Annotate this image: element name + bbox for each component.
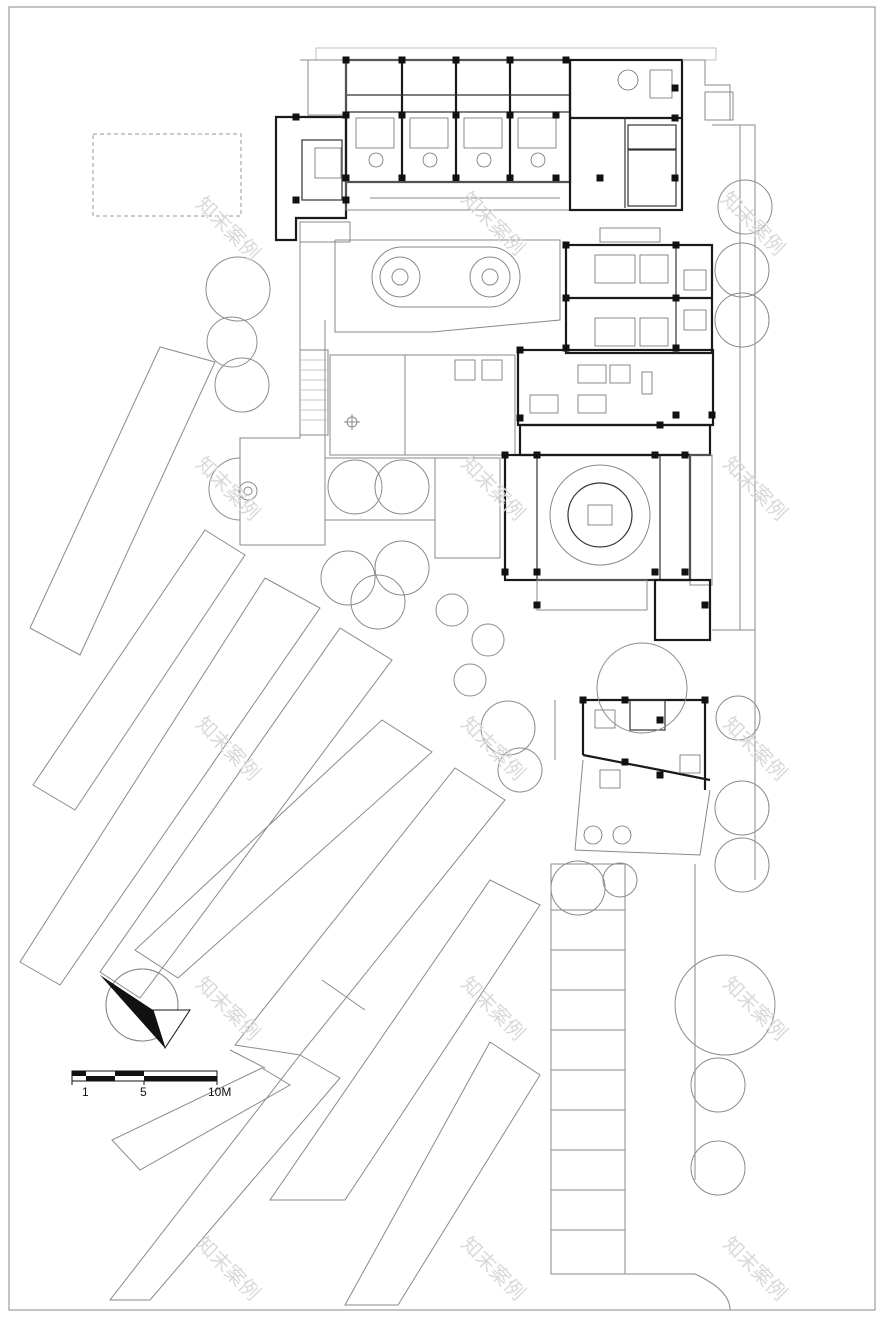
column bbox=[292, 196, 300, 204]
column bbox=[579, 696, 587, 704]
parking-strip bbox=[234, 767, 506, 1056]
column bbox=[398, 174, 406, 182]
column bbox=[681, 568, 689, 576]
column bbox=[671, 84, 679, 92]
watermark: 知末案例 bbox=[456, 1232, 530, 1306]
column bbox=[651, 568, 659, 576]
column bbox=[398, 56, 406, 64]
parking-area bbox=[19, 346, 541, 1306]
watermark: 知末案例 bbox=[716, 187, 790, 261]
column bbox=[701, 601, 709, 609]
column bbox=[656, 716, 664, 724]
parking-strip bbox=[108, 1054, 341, 1301]
column bbox=[292, 113, 300, 121]
main-hall bbox=[503, 423, 713, 642]
column bbox=[452, 56, 460, 64]
column bbox=[533, 451, 541, 459]
column bbox=[342, 56, 350, 64]
watermark: 知末案例 bbox=[191, 192, 265, 266]
column bbox=[533, 601, 541, 609]
column bbox=[398, 111, 406, 119]
courtyard bbox=[324, 354, 516, 559]
office-block bbox=[568, 58, 734, 243]
north-arrow-icon bbox=[100, 968, 191, 1050]
column bbox=[506, 56, 514, 64]
scale-label-10m: 10M bbox=[208, 1085, 231, 1099]
watermark: 知末案例 bbox=[191, 452, 265, 526]
column bbox=[506, 174, 514, 182]
column bbox=[621, 758, 629, 766]
column bbox=[656, 421, 664, 429]
watermark: 知末案例 bbox=[456, 452, 530, 526]
column bbox=[562, 294, 570, 302]
scale-label-5: 5 bbox=[140, 1085, 147, 1099]
column bbox=[672, 294, 680, 302]
watermarks: 知末案例 知末案例 知末案例 知末案例 知末案例 知末案例 知末案例 知末案例 … bbox=[191, 187, 792, 1306]
column bbox=[342, 111, 350, 119]
column bbox=[701, 696, 709, 704]
parking-strip bbox=[19, 577, 321, 986]
dashed-footprint bbox=[92, 133, 242, 217]
parking-strip bbox=[32, 529, 246, 811]
column bbox=[342, 174, 350, 182]
column bbox=[506, 111, 514, 119]
column bbox=[708, 411, 716, 419]
parking-strip bbox=[29, 346, 216, 656]
right-edge bbox=[712, 124, 756, 880]
column bbox=[681, 451, 689, 459]
column bbox=[671, 114, 679, 122]
column bbox=[552, 174, 560, 182]
garden-fountains bbox=[334, 239, 561, 333]
column bbox=[552, 111, 560, 119]
drawing-frame bbox=[8, 6, 876, 1311]
column bbox=[533, 568, 541, 576]
parking-bays bbox=[550, 863, 731, 1311]
column bbox=[501, 451, 509, 459]
trees bbox=[105, 179, 776, 1196]
column bbox=[656, 771, 664, 779]
watermark: 知末案例 bbox=[456, 972, 530, 1046]
column bbox=[672, 344, 680, 352]
watermark: 知末案例 bbox=[191, 1232, 265, 1306]
parking-strip bbox=[111, 1067, 291, 1171]
column bbox=[672, 241, 680, 249]
watermark: 知末案例 bbox=[718, 1232, 792, 1306]
column bbox=[516, 346, 524, 354]
column bbox=[596, 174, 604, 182]
column bbox=[501, 568, 509, 576]
parking-strip bbox=[99, 627, 393, 999]
parking-strip bbox=[269, 879, 541, 1201]
parking-strip bbox=[134, 719, 433, 979]
column bbox=[342, 196, 350, 204]
structural-columns bbox=[292, 56, 716, 779]
column bbox=[562, 344, 570, 352]
column bbox=[452, 174, 460, 182]
mid-rooms bbox=[564, 243, 714, 355]
column bbox=[562, 241, 570, 249]
column bbox=[672, 411, 680, 419]
column bbox=[516, 414, 524, 422]
watermark: 知末案例 bbox=[191, 712, 265, 786]
watermark: 知末案例 bbox=[191, 972, 265, 1046]
column bbox=[562, 56, 570, 64]
lower-building bbox=[554, 698, 711, 856]
watermark: 知末案例 bbox=[718, 972, 792, 1046]
scale-bar: 1 5 10M bbox=[71, 1070, 231, 1099]
column bbox=[621, 696, 629, 704]
scale-label-1: 1 bbox=[82, 1085, 89, 1099]
parking-strip bbox=[344, 1041, 541, 1306]
column bbox=[671, 174, 679, 182]
column bbox=[651, 451, 659, 459]
column bbox=[452, 111, 460, 119]
